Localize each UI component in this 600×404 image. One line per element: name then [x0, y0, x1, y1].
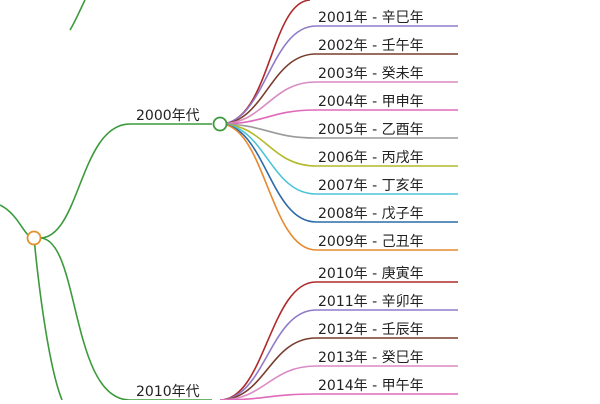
leaf-label: 2012年 - 壬辰年 — [318, 322, 424, 338]
leaf-branch — [219, 123, 458, 251]
leaf-branch — [219, 123, 458, 167]
leaf-label: 2002年 - 壬午年 — [318, 38, 424, 54]
leaf-label: 2004年 - 甲申年 — [318, 94, 424, 110]
leaf-branch — [219, 123, 458, 195]
leaf-label: 2003年 - 癸未年 — [318, 66, 424, 82]
group-label: 2010年代 — [136, 384, 200, 400]
leaf-label: 2013年 - 癸巳年 — [318, 350, 424, 366]
leaf-branch — [219, 123, 458, 139]
leaf-branch — [219, 281, 458, 401]
leaf-label: 2005年 - 乙酉年 — [318, 122, 424, 138]
leaf-branch — [219, 309, 458, 401]
leaf-label: 2006年 - 丙戌年 — [318, 150, 424, 166]
leaf-label: 2001年 - 辛巳年 — [318, 10, 424, 26]
group-link — [39, 123, 212, 239]
group-label: 2000年代 — [136, 108, 200, 124]
leaf-branch — [219, 25, 458, 125]
group-link — [39, 237, 212, 401]
leaf-branch — [219, 81, 458, 125]
leaf-label: 2009年 - 己丑年 — [318, 234, 424, 250]
leaf-branch — [219, 337, 458, 401]
leaf-label: 2014年 - 甲午年 — [318, 378, 424, 394]
leaf-label: 2008年 - 戊子年 — [318, 206, 424, 222]
leaf-branch — [219, 53, 458, 125]
group-node-circle — [212, 116, 228, 132]
leaf-label: 2011年 - 辛卯年 — [318, 294, 424, 310]
trunk-link-down — [33, 237, 63, 401]
leaf-branch — [219, 123, 458, 223]
leaf-label: 2007年 - 丁亥年 — [318, 178, 424, 194]
root-node-circle — [26, 230, 42, 246]
top-partial-link — [69, 0, 86, 31]
leaf-branch — [219, 365, 458, 401]
leaf-label: 2010年 - 庚寅年 — [318, 265, 424, 282]
leaf-branch — [219, 109, 458, 125]
leaf-branch — [219, 393, 458, 401]
